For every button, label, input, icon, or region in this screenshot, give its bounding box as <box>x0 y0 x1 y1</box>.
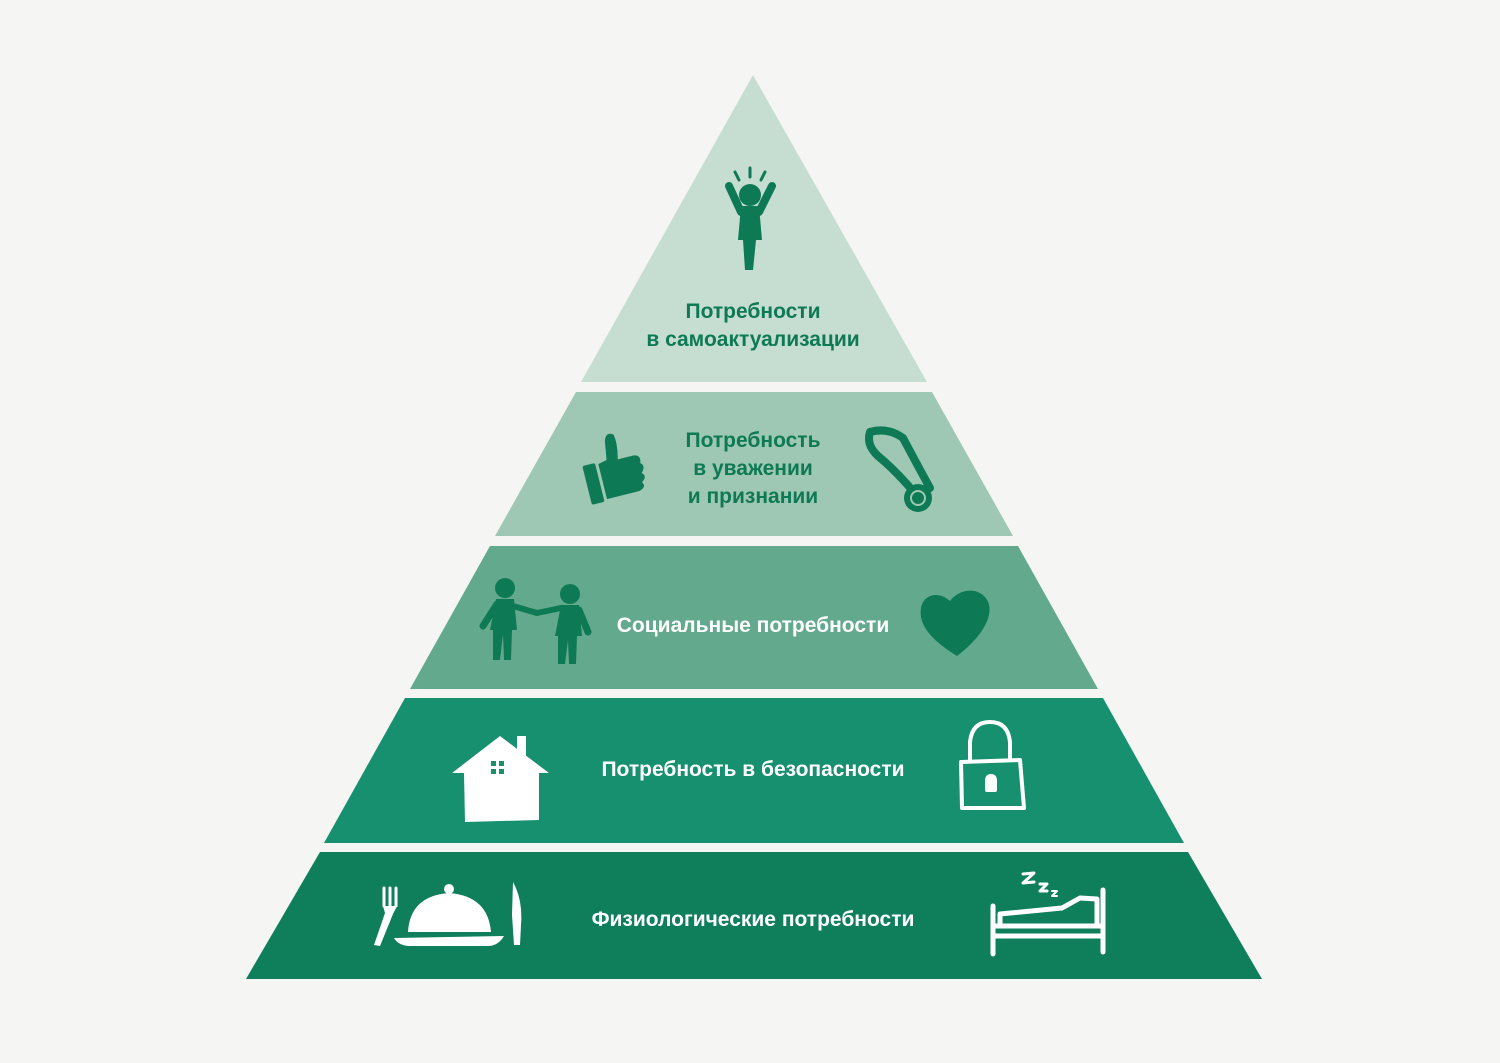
thumbs-up-icon <box>582 433 645 505</box>
level-physiological: Физиологические потребности <box>246 852 1262 979</box>
sleeping-bed-icon <box>990 871 1106 957</box>
level-social-band <box>410 546 1098 689</box>
house-icon <box>452 736 549 822</box>
level-esteem: Потребность в уважении и признании <box>495 392 1013 536</box>
level-self-actualization-line-2: в самоактуализации <box>646 328 859 351</box>
cheering-person-icon <box>725 166 776 270</box>
level-esteem-line-3: и признании <box>688 485 818 508</box>
level-physiological-band <box>246 852 1262 979</box>
level-safety-line-1: Потребность в безопасности <box>601 758 904 781</box>
level-social-line-1: Социальные потребности <box>617 614 889 637</box>
level-esteem-line-2: в уважении <box>693 457 813 480</box>
padlock-icon <box>959 720 1026 810</box>
level-esteem-line-1: Потребность <box>686 429 821 452</box>
holding-hands-icon <box>479 578 592 664</box>
level-safety: Потребность в безопасности <box>324 698 1184 843</box>
heart-icon <box>920 590 990 656</box>
level-social: Социальные потребности <box>410 546 1098 689</box>
food-cloche-icon <box>374 882 522 946</box>
medal-icon <box>865 426 934 512</box>
level-physiological-line-1: Физиологические потребности <box>592 908 915 931</box>
level-self-actualization: Потребности в самоактуализации <box>581 75 927 382</box>
level-self-actualization-line-1: Потребности <box>686 300 821 323</box>
